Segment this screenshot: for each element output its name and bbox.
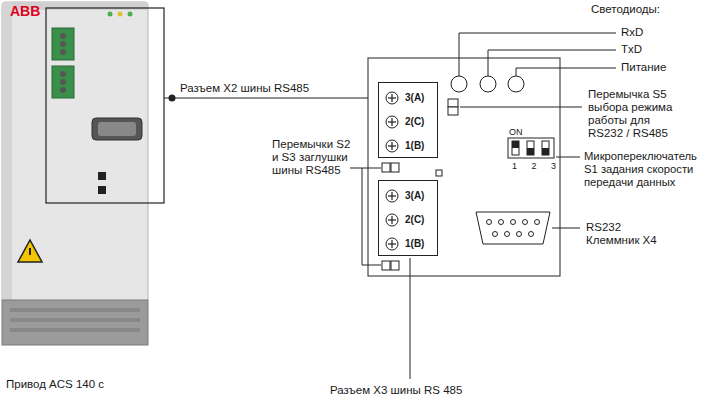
dip-switch-box: ON 1 2 3 [506,126,567,172]
dip-switch [508,138,554,158]
jumper-label: Перемычки S2 и S3 заглушки шины RS485 [272,138,352,177]
connector-label: RS232 Клеммник X4 [586,221,676,247]
leader-line [552,228,580,229]
pin-label: 2(C) [405,110,433,134]
caption-label: Привод ACS 140 с [6,378,104,391]
pin-label: 3(A) [405,86,433,110]
connector-label: Разъем X3 шины RS 485 [330,384,462,397]
leader-line [164,98,378,99]
jumper-label: Перемычка S5 выбора режима работы для RS… [588,88,688,140]
brand-logo: ABB [10,5,40,18]
led [451,76,524,92]
connector-label: Разъем X2 шины RS485 [180,82,309,95]
leader-line [460,107,582,108]
led-label: RxD [621,26,643,39]
jumper [448,99,458,115]
leader-dot [169,95,176,102]
pin-label: 1(B) [405,134,433,158]
pin-label: 2(C) [405,208,433,232]
switch-numbers: 1 2 3 [512,161,562,171]
leader-line [410,258,411,379]
leader-line [556,157,580,158]
group-label: Светодиоды: [591,3,660,16]
leader-line [459,33,616,76]
pin-label: 1(B) [405,232,433,256]
switch-label: Микропереключатель S1 задания скорости п… [584,150,698,189]
terminal-block: 3(A)2(C)1(B) [378,82,438,158]
led-label: TxD [621,43,642,56]
pin-label: 3(A) [405,184,433,208]
switch-on-mark: ON [509,127,523,137]
dsub-connector [476,212,550,244]
highlight-frame [46,8,164,203]
terminal-block: 3(A)2(C)1(B) [378,180,438,256]
led-label: Питание [621,61,666,74]
leader-line [350,168,381,169]
drive-photo [2,2,148,345]
